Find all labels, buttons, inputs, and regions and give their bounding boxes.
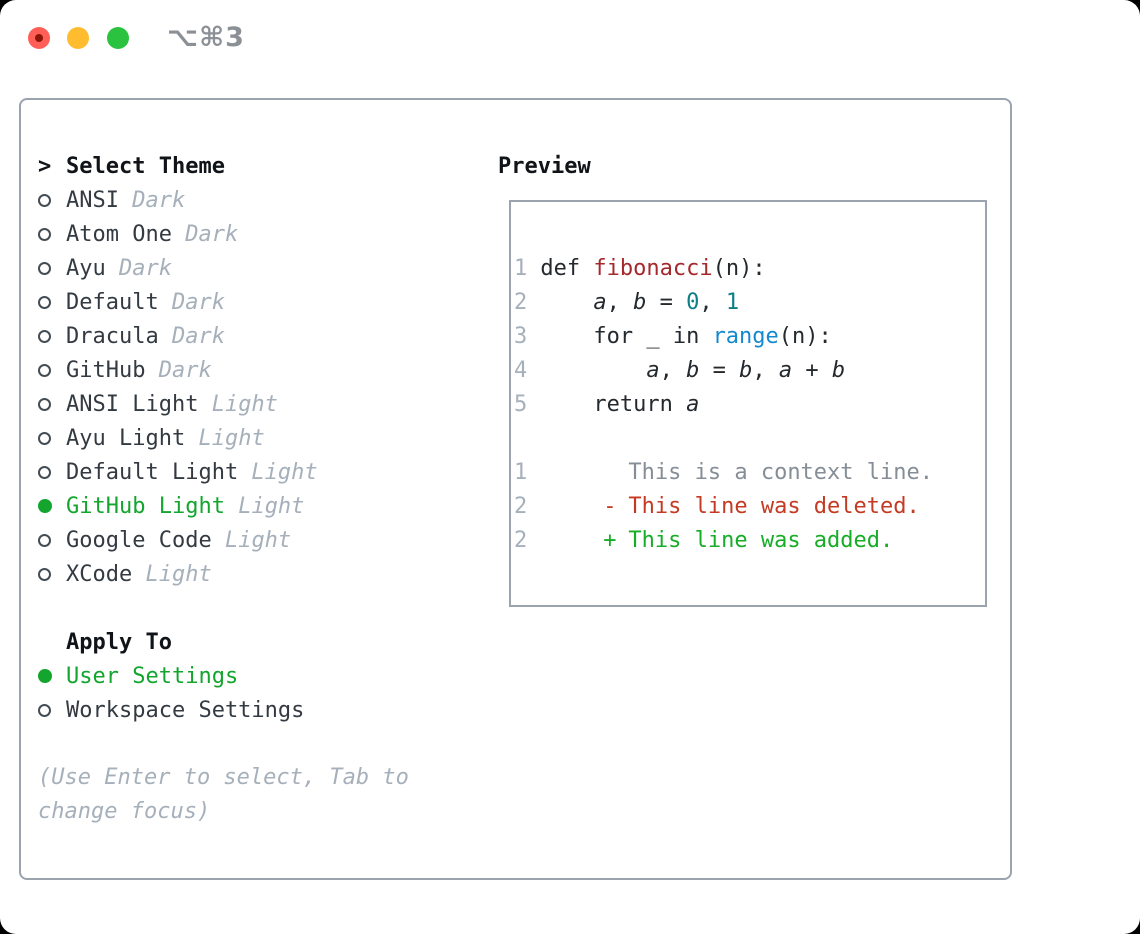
diff-line-added: 2 + This line was added. [514,523,985,557]
theme-variant-label: Dark [145,357,212,383]
preview-title: Preview [498,153,591,179]
theme-variant-label: Dark [105,255,172,281]
window-shortcut-label: ⌥⌘3 [167,22,245,53]
theme-name: Ayu [66,255,106,281]
radio-icon [38,397,66,411]
theme-variant-label: Light [185,425,265,451]
radio-icon [38,261,66,275]
line-number: 1 [514,255,528,281]
theme-name: Atom One [66,221,172,247]
diff-marker [603,460,616,485]
theme-option-google-code[interactable]: Google Code Light [38,523,478,557]
diff-line-deleted: 2 -This line was deleted. [514,489,985,523]
titlebar: ⌥⌘3 [0,0,1140,72]
line-number: 5 [514,391,528,417]
theme-name: ANSI Light [66,391,199,417]
theme-option-ayu[interactable]: Ayu Dark [38,251,478,285]
radio-icon [38,703,66,717]
theme-option-github[interactable]: GitHub Dark [38,353,478,387]
diff-block: 1 This is a context line. 2 -This line was… [514,455,985,557]
zoom-button[interactable] [107,27,129,49]
theme-option-github-light[interactable]: GitHub Light Light [38,489,478,523]
theme-name: Default Light [66,459,239,485]
diff-marker: - [603,493,617,519]
theme-variant-label: Dark [158,323,225,349]
radio-icon [38,465,66,479]
radio-icon [38,363,66,377]
diff-text: This line was deleted. [628,493,920,519]
select-theme-header: > Select Theme [38,149,478,183]
code-line: 3 for _ in range(n): [514,323,832,349]
apply-option-label: Workspace Settings [66,697,305,723]
diff-text: This line was added. [628,527,894,553]
theme-option-dracula[interactable]: Dracula Dark [38,319,478,353]
theme-variant-label: Light [211,527,292,553]
theme-variant-label: Light [238,459,318,485]
code-line: 2 a, b = 0, 1 [514,289,740,315]
code-line: 4 a, b = b, a + b [514,357,846,383]
prompt-icon: > [38,153,52,179]
apply-option-label: User Settings [66,663,239,689]
theme-name: GitHub Light [66,493,225,519]
theme-option-xcode[interactable]: XCode Light [38,557,478,591]
minimize-button[interactable] [67,27,89,49]
theme-option-default-light[interactable]: Default Light Light [38,455,478,489]
theme-option-ayu-light[interactable]: Ayu Light Light [38,421,478,455]
radio-icon [38,295,66,309]
radio-selected-icon [38,499,66,513]
line-number: 4 [514,357,528,383]
radio-selected-icon [38,669,66,683]
code-line: 5 return a [514,391,700,417]
theme-variant-label: Light [198,391,278,417]
radio-icon [38,193,66,207]
theme-variant-label: Dark [158,289,225,315]
line-number: 1 [514,459,528,485]
preview-header: Preview [498,149,591,183]
theme-name: Ayu Light [66,425,186,451]
radio-icon [38,227,66,241]
apply-option-user-settings[interactable]: User Settings [38,659,478,693]
theme-name: Google Code [66,527,212,553]
radio-icon [38,567,66,581]
apply-option-workspace-settings[interactable]: Workspace Settings [38,693,478,727]
theme-option-default[interactable]: Default Dark [38,285,478,319]
radio-icon [38,533,66,547]
theme-variant-label: Dark [171,221,239,247]
theme-variant-label: Light [224,493,305,519]
theme-option-ansi-light[interactable]: ANSI Light Light [38,387,478,421]
theme-variant-label: Dark [118,187,186,213]
line-number: 2 [514,493,528,519]
line-number: 3 [514,323,528,349]
apply-to-header: Apply To [38,625,478,659]
diff-line-context: 1 This is a context line. [514,455,985,489]
theme-name: ANSI [66,187,119,213]
theme-name: XCode [66,561,133,587]
radio-icon [38,431,66,445]
hint-text: (Use Enter to select, Tab to change focu… [38,765,409,824]
theme-option-ansi[interactable]: ANSI Dark [38,183,478,217]
theme-name: GitHub [66,357,146,383]
line-number: 2 [514,527,528,553]
theme-name: Default [66,289,159,315]
diff-text: This is a context line. [628,459,934,485]
theme-option-atom-one[interactable]: Atom One Dark [38,217,478,251]
close-button[interactable] [28,27,50,49]
line-number: 2 [514,289,528,315]
unsaved-dot-icon [35,34,43,42]
apply-to-title: Apply To [66,629,172,655]
radio-icon [38,329,66,343]
theme-variant-label: Light [132,561,212,587]
theme-name: Dracula [66,323,159,349]
select-theme-title: Select Theme [66,153,225,179]
diff-marker: + [603,527,617,553]
